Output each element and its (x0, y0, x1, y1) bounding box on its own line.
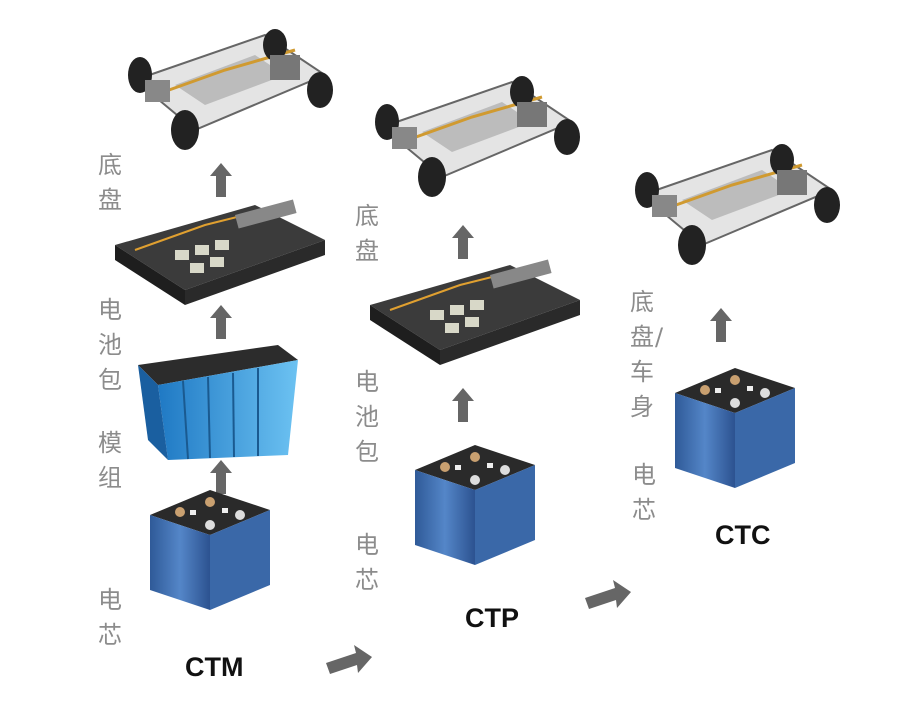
stage-label: 电芯 (355, 531, 380, 594)
chassis-image (373, 74, 582, 199)
next-arrow-icon (326, 645, 372, 674)
stage-label: 电池包 (98, 296, 123, 394)
column-title: CTC (715, 520, 771, 550)
battery-cell-image (415, 445, 535, 565)
stage-label: 底盘 (98, 151, 123, 214)
up-arrow-icon (210, 305, 232, 339)
battery-cell-image (675, 368, 795, 488)
chassis-image (126, 27, 335, 152)
up-arrow-icon (210, 163, 232, 197)
up-arrow-icon (210, 460, 232, 494)
stage-label: 电池包 (355, 368, 380, 466)
next-arrow-icon (585, 580, 631, 609)
chassis-image (633, 142, 842, 267)
up-arrow-icon (710, 308, 732, 342)
up-arrow-icon (452, 225, 474, 259)
stage-label: 模组 (98, 429, 123, 492)
up-arrow-icon (452, 388, 474, 422)
battery-pack-image (114, 198, 326, 306)
column-title: CTM (185, 652, 244, 682)
stage-label: 底盘 (355, 202, 380, 265)
battery-cell-image (150, 490, 270, 610)
stage-label: 电芯 (98, 586, 123, 649)
column-title: CTP (465, 603, 519, 633)
battery-module-image (137, 344, 299, 461)
stage-label: 底盘/车身 (630, 288, 665, 421)
battery-pack-image (369, 258, 581, 366)
stage-label: 电芯 (632, 461, 657, 524)
